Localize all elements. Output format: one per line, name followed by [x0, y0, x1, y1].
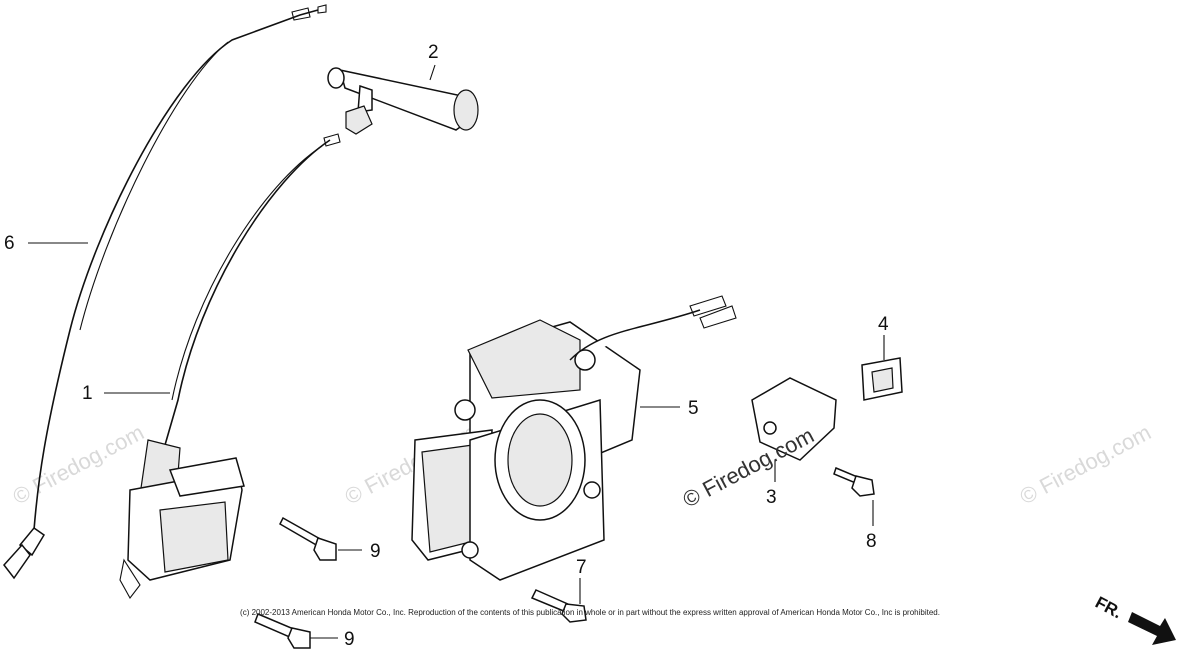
part-3-bracket: [751, 377, 837, 461]
callout-6: 6: [4, 233, 15, 254]
arrow-icon: [1128, 612, 1176, 645]
callout-1: 1: [82, 383, 93, 404]
leader-lines: [28, 64, 885, 639]
part-5-charge-coil: [411, 295, 737, 581]
watermark-left: © Firedog.com: [9, 419, 148, 509]
copyright-notice: (c) 2002-2013 American Honda Motor Co., …: [240, 608, 940, 617]
part-8-bolt: [833, 466, 875, 497]
part-1-ignition-coil: [119, 133, 341, 599]
part-2-spark-plug-cap: [327, 67, 479, 135]
part-4-grommet: [861, 357, 903, 401]
part-9-bolt-upper: [279, 516, 337, 561]
part-7-bolt: [530, 589, 587, 623]
callout-2: 2: [428, 42, 439, 63]
callout-9-upper: 9: [370, 541, 381, 562]
callout-9-lower: 9: [344, 629, 355, 650]
watermark-right: © Firedog.com: [1016, 419, 1155, 509]
callout-3: 3: [766, 487, 777, 508]
callout-4: 4: [878, 314, 889, 335]
callout-8: 8: [866, 531, 877, 552]
part-9-bolt-lower: [254, 613, 311, 649]
part-6-cable: [3, 4, 327, 580]
watermark-center: © Firedog.com: [679, 422, 818, 512]
callout-7: 7: [576, 557, 587, 578]
front-direction-arrow: FR.: [1092, 593, 1176, 645]
callout-5: 5: [688, 398, 699, 419]
